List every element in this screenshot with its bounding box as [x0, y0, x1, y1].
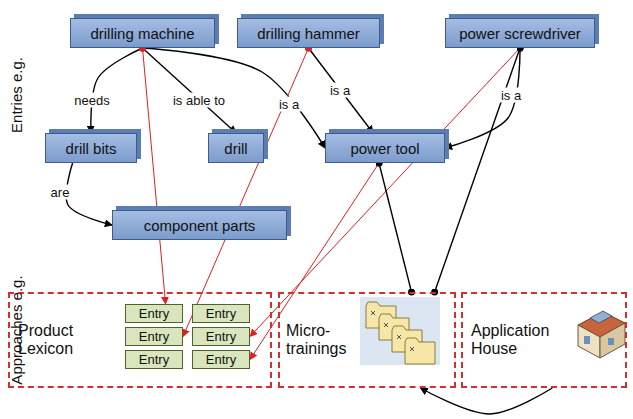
connector — [66, 163, 112, 225]
node-label: Entry — [139, 306, 169, 321]
connector — [379, 163, 412, 292]
node-label: drill bits — [66, 140, 117, 157]
node-label: drill — [224, 140, 247, 157]
node-label: Entry — [139, 329, 169, 344]
entry-box: Entry — [192, 327, 250, 346]
approach-region: Micro- trainings — [278, 292, 456, 388]
node-label: power screwdriver — [459, 25, 581, 42]
connector — [143, 48, 166, 304]
edge-label: is a — [328, 83, 352, 98]
connector — [420, 388, 552, 414]
edge-label: are — [49, 185, 72, 200]
edge-label: is able to — [171, 93, 227, 108]
edge-label: is a — [277, 97, 301, 112]
region-title: Application House — [471, 322, 566, 359]
node-label: drilling machine — [90, 25, 194, 42]
approach-region: Application House — [461, 292, 627, 388]
node-label: Entry — [139, 352, 169, 367]
node-label: drilling hammer — [257, 25, 360, 42]
connector — [435, 48, 520, 292]
side-label: Entries e.g. — [8, 57, 25, 133]
connector — [309, 48, 374, 133]
concept-box: drill — [208, 133, 264, 163]
node-label: power tool — [350, 140, 419, 157]
node-label: Entry — [206, 306, 236, 321]
edge-label: is a — [499, 88, 523, 103]
folder-icons — [360, 297, 440, 365]
node-label: component parts — [144, 217, 256, 234]
concept-box: power tool — [325, 133, 445, 163]
node-label: Entry — [206, 352, 236, 367]
approach-region: Product LexiconEntryEntryEntryEntryEntry… — [8, 292, 272, 388]
side-label: Approaches e.g. — [8, 275, 25, 384]
connector — [91, 48, 143, 133]
folder-mark — [410, 347, 414, 351]
entry-box: Entry — [192, 350, 250, 369]
folder-icon — [405, 338, 435, 364]
edge-label: needs — [72, 93, 111, 108]
entry-box: Entry — [125, 327, 183, 346]
folder-mark — [384, 323, 388, 327]
region-title: Product Lexicon — [18, 322, 113, 359]
concept-box: component parts — [112, 210, 287, 240]
node-label: Entry — [206, 329, 236, 344]
entry-box: Entry — [125, 304, 183, 323]
concept-box: drilling hammer — [237, 18, 380, 48]
entry-box: Entry — [125, 350, 183, 369]
concept-box: drill bits — [45, 133, 137, 163]
folder-mark — [397, 335, 401, 339]
concept-box: drilling machine — [70, 18, 215, 48]
entry-box: Entry — [192, 304, 250, 323]
connector — [143, 48, 237, 133]
folder-mark — [371, 311, 375, 315]
region-title: Micro- trainings — [286, 322, 364, 359]
connector — [250, 163, 379, 360]
concept-box: power screwdriver — [445, 18, 595, 48]
house-illustration — [578, 311, 625, 358]
